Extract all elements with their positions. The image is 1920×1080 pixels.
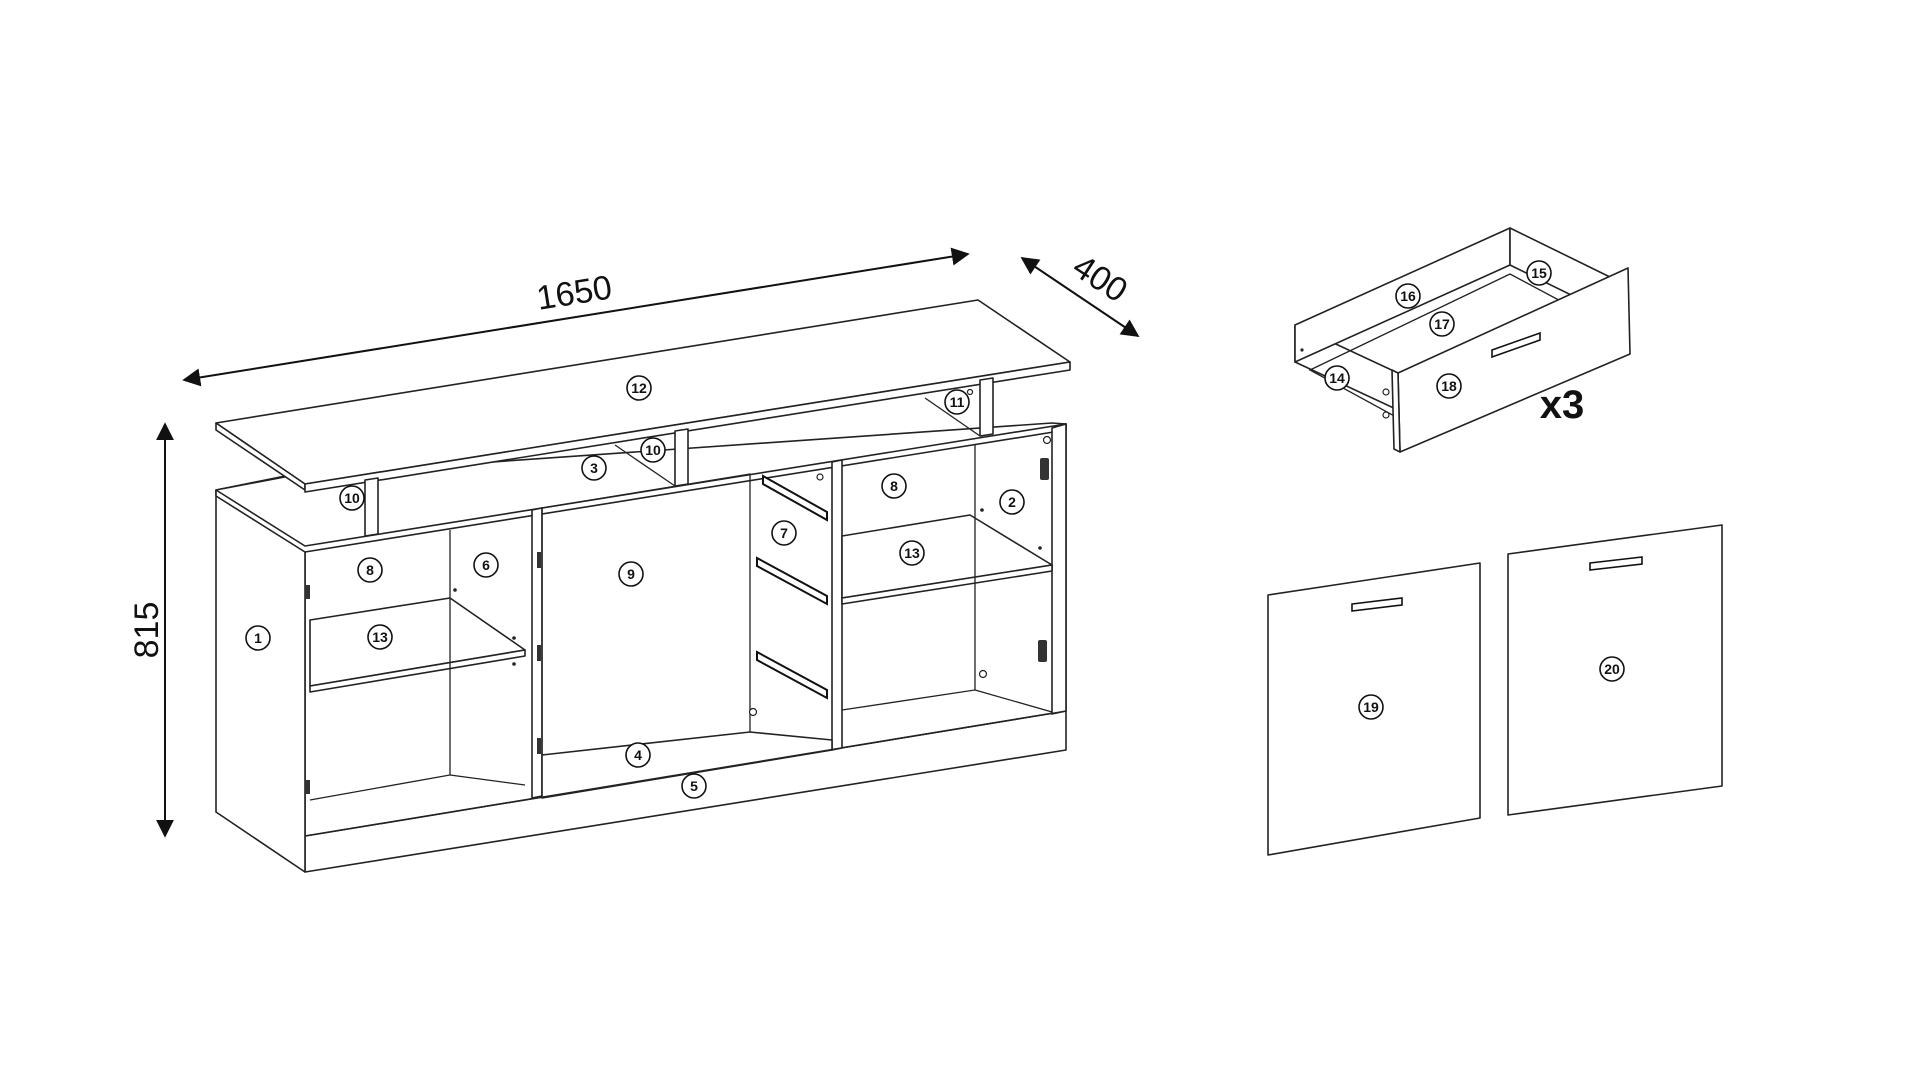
drawer-hole (1382, 411, 1390, 419)
svg-text:5: 5 (690, 778, 698, 794)
svg-text:10: 10 (645, 442, 661, 458)
left-floor-edge (449, 774, 526, 786)
callout-10-left: 10 (339, 485, 365, 511)
height-label: 815 (128, 602, 166, 659)
svg-text:19: 19 (1363, 699, 1379, 715)
svg-text:11: 11 (950, 394, 965, 410)
callout-5: 5 (681, 773, 707, 799)
callout-15: 15 (1526, 260, 1552, 286)
callout-19: 19 (1358, 694, 1384, 720)
drawer-hole (1382, 388, 1390, 396)
svg-text:10: 10 (344, 490, 360, 506)
spacer-right (979, 377, 994, 437)
base-line (304, 710, 1067, 837)
callout-2: 2 (999, 489, 1025, 515)
door-left-handle (1351, 597, 1403, 612)
svg-text:2: 2 (1008, 494, 1016, 510)
callout-1: 1 (245, 625, 271, 651)
right-side-panel (1051, 423, 1067, 715)
callout-18: 18 (1436, 373, 1462, 399)
callout-13-left: 13 (367, 624, 393, 650)
callout-7: 7 (771, 520, 797, 546)
assembly-holes (453, 388, 1052, 717)
callout-12: 12 (626, 375, 652, 401)
spacer-left (364, 477, 379, 537)
svg-text:13: 13 (372, 629, 388, 645)
callout-3: 3 (581, 455, 607, 481)
callout-13-right: 13 (899, 540, 925, 566)
callout-20: 20 (1599, 656, 1625, 682)
callout-6: 6 (473, 552, 499, 578)
svg-text:17: 17 (1434, 316, 1450, 332)
callout-8-right: 8 (881, 473, 907, 499)
lower-top-surface (215, 422, 1067, 547)
callout-17: 17 (1429, 311, 1455, 337)
door-hinges (306, 458, 1049, 794)
svg-text:4: 4 (634, 747, 642, 763)
depth-label: 400 (1066, 247, 1134, 310)
svg-text:8: 8 (366, 562, 374, 578)
left-shelf-edge (309, 649, 526, 693)
drawer-rails (756, 474, 828, 700)
svg-text:16: 16 (1400, 288, 1416, 304)
svg-text:6: 6 (482, 557, 490, 573)
svg-text:12: 12 (631, 380, 647, 396)
callout-9: 9 (618, 561, 644, 587)
svg-text:3: 3 (590, 460, 598, 476)
dimension-height: 815 (128, 422, 174, 838)
svg-text:18: 18 (1441, 378, 1457, 394)
right-floor-edge (974, 689, 1053, 713)
width-label: 1650 (534, 268, 615, 317)
spacer-right-depth (924, 397, 981, 437)
center-bottom-panel (541, 731, 833, 799)
drawer-quantity-label: x3 (1540, 383, 1585, 427)
left-side-panel (215, 489, 306, 873)
svg-text:20: 20 (1604, 661, 1620, 677)
svg-text:1: 1 (254, 630, 262, 646)
callout-8-left: 8 (357, 557, 383, 583)
right-shelf-edge (841, 564, 1053, 605)
drawer-handle (1491, 331, 1541, 359)
inner-divider-right (831, 459, 843, 751)
svg-text:9: 9 (627, 566, 635, 582)
spacer-center-depth (614, 444, 676, 487)
door-right-handle (1589, 556, 1643, 571)
svg-text:7: 7 (780, 525, 788, 541)
callout-4: 4 (625, 742, 651, 768)
dimension-depth: 400 (1020, 247, 1140, 338)
svg-text:14: 14 (1329, 370, 1345, 386)
drawer-front-edge (1391, 369, 1401, 453)
callout-14: 14 (1324, 365, 1350, 391)
callout-10-center: 10 (640, 437, 666, 463)
callout-16: 16 (1395, 283, 1421, 309)
svg-text:8: 8 (890, 478, 898, 494)
svg-text:15: 15 (1531, 265, 1547, 281)
part-callouts: 1 2 3 4 5 6 7 8 8 9 10 10 11 12 13 13 14… (245, 260, 1625, 799)
upper-top-front (304, 361, 1071, 493)
svg-text:13: 13 (904, 545, 920, 561)
callout-11: 11 (944, 389, 970, 415)
spacer-center (674, 428, 689, 487)
